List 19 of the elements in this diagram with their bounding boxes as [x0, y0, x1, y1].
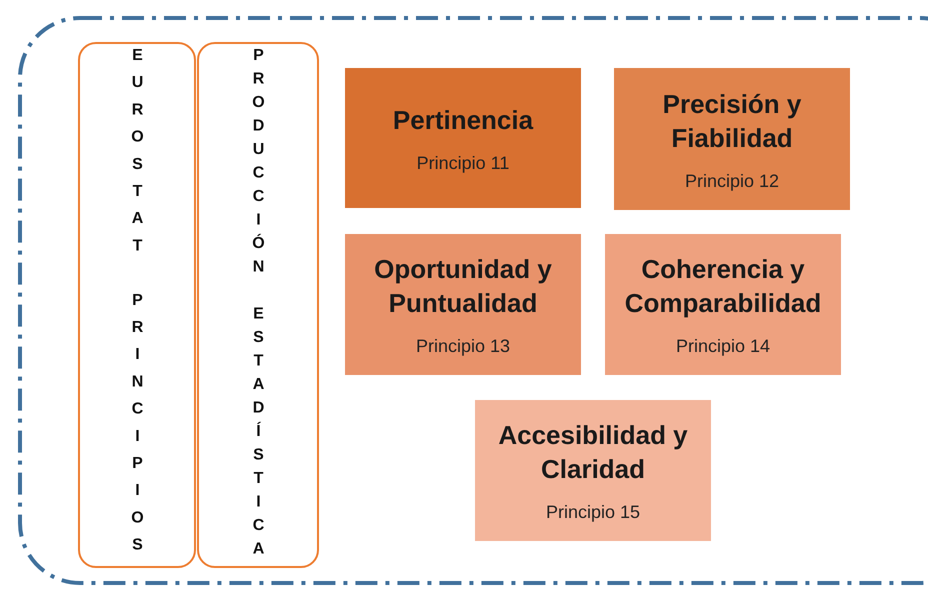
principle-box [605, 234, 841, 375]
principle-box [475, 400, 711, 541]
principle-title: Coherencia y Comparabilidad [624, 253, 822, 320]
vertical-label-box [197, 42, 319, 568]
principle-title: Oportunidad y Puntualidad [373, 253, 553, 320]
principle-number: Principio 12 [684, 170, 780, 192]
principle-box [345, 234, 581, 375]
principle-box [614, 68, 850, 210]
vertical-label-box [78, 42, 196, 568]
principle-number: Principio 15 [546, 502, 640, 523]
principle-number: Principio 13 [416, 336, 510, 357]
principle-number: Principio 14 [676, 336, 770, 357]
principle-box [345, 68, 581, 208]
principle-title: Accesibilidad y Claridad [497, 419, 689, 486]
vertical-heading: EUROSTAT PRINCIPIOS [128, 46, 146, 564]
principle-title: Pertinencia [392, 104, 534, 136]
vertical-heading: PRODUCCIÓN ESTADÍSTICA [249, 46, 267, 564]
principle-title: Precisión y Fiabilidad [662, 88, 802, 154]
principle-number: Principio 11 [416, 152, 510, 174]
